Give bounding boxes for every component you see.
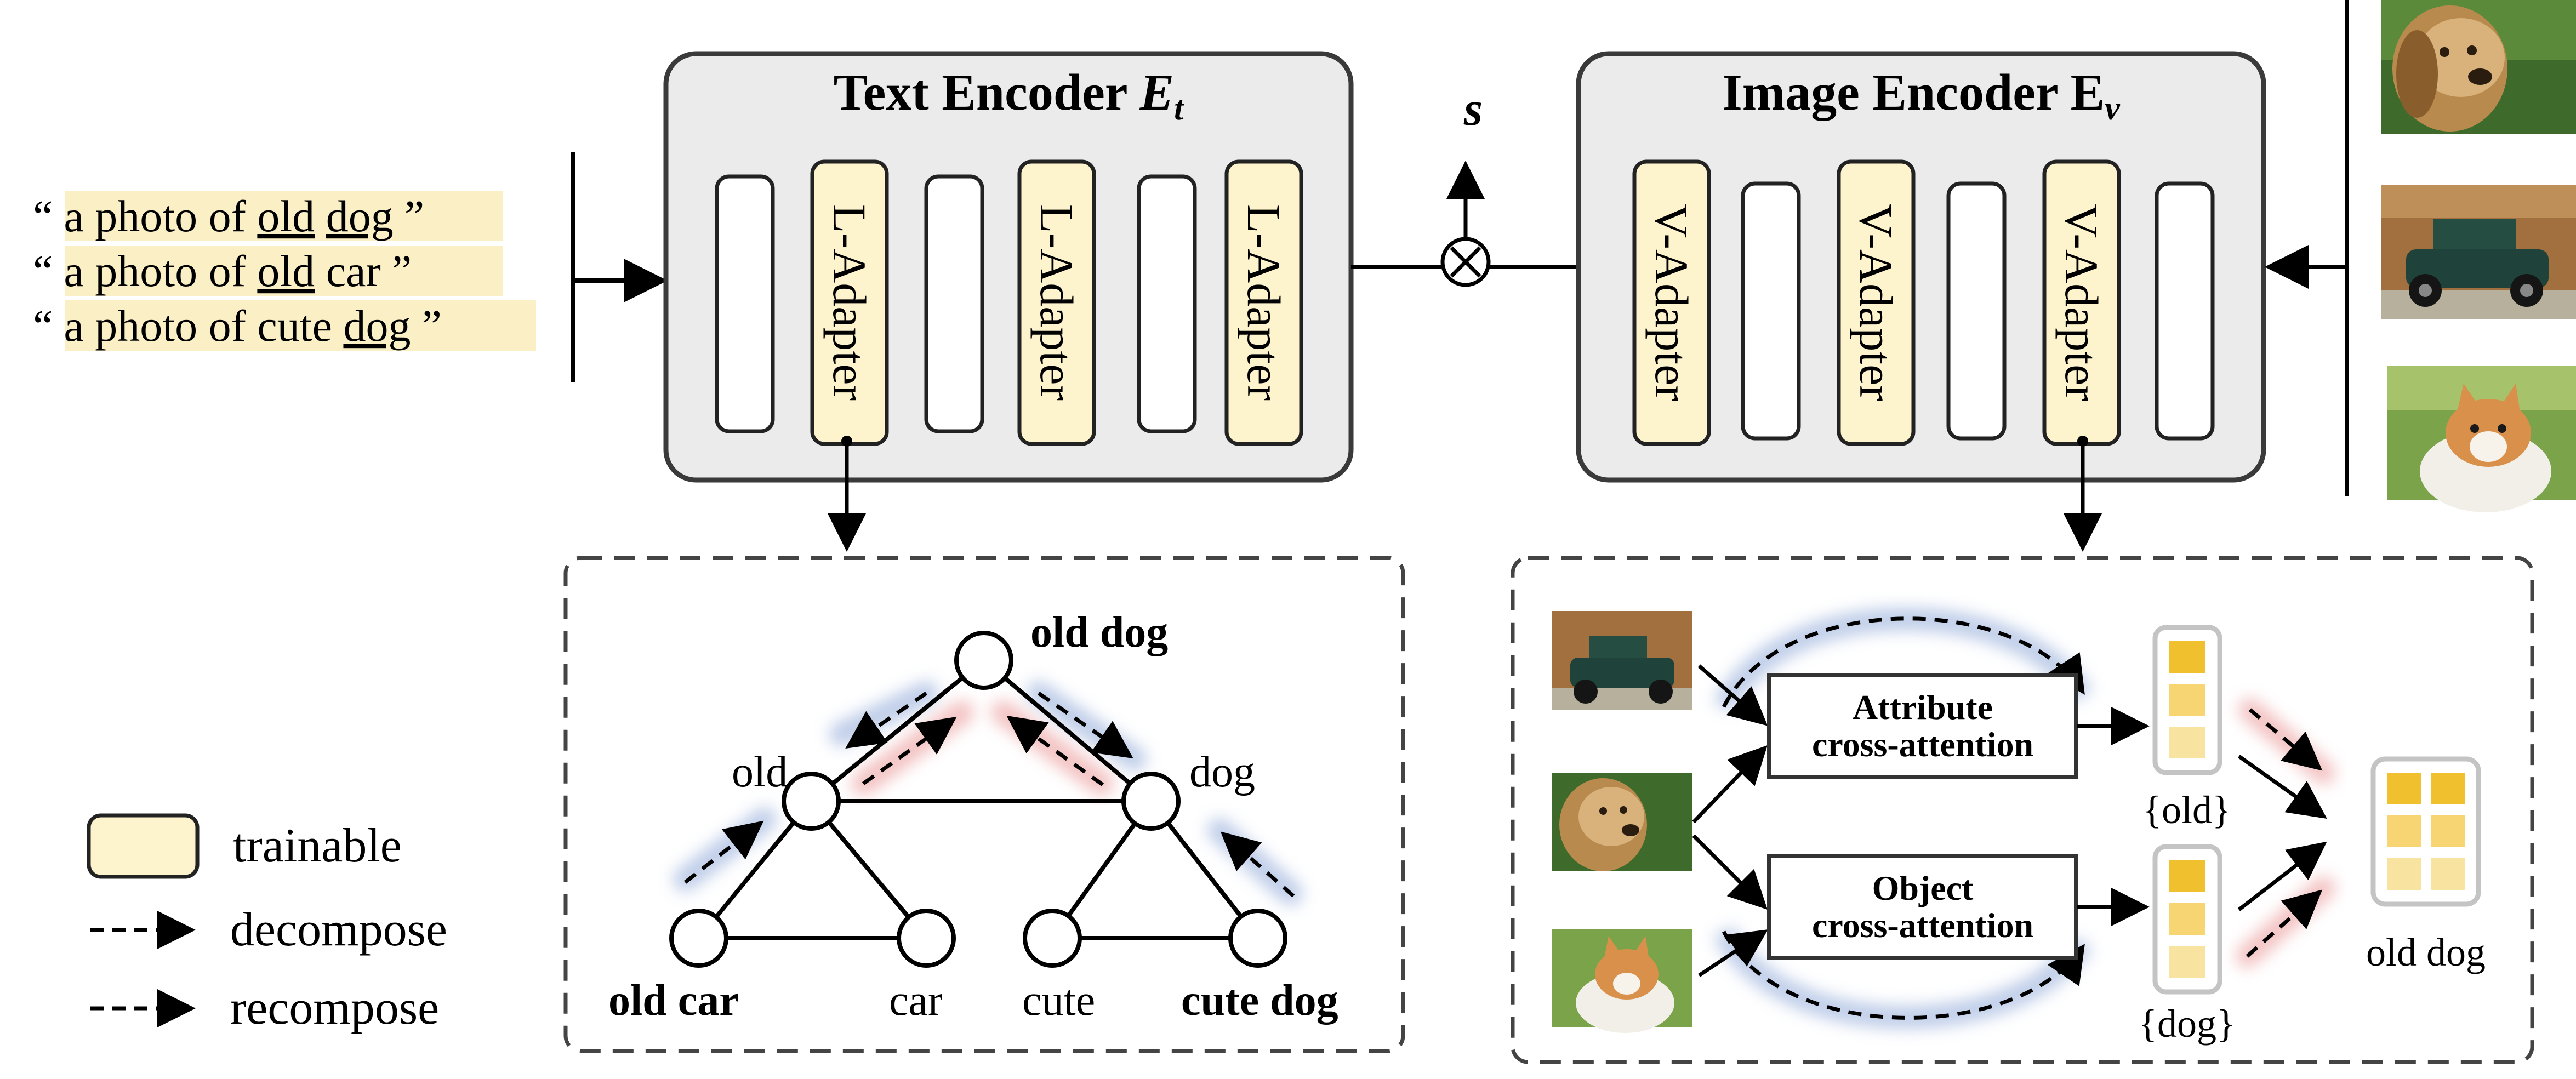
frozen-layer <box>1741 181 1801 441</box>
composed-token-label: old dog <box>2366 930 2486 974</box>
prompt-line: “a photo of cute dog” <box>33 301 442 351</box>
image-encoder-title: Image Encoder Ev <box>1722 64 2121 127</box>
prompt-highlight <box>65 300 536 351</box>
attribute-module-title: Attribute <box>1853 688 1993 727</box>
graph-label-old-dog: old dog <box>1030 608 1168 656</box>
l-adapter-label: L-Adapter <box>823 204 876 401</box>
object-token-label: {dog} <box>2138 1002 2235 1046</box>
object-token-stack <box>2152 844 2222 995</box>
attribute-token-stack <box>2152 625 2222 775</box>
graph-label-cute: cute <box>1022 977 1095 1025</box>
frozen-layer <box>715 174 775 433</box>
object-module-subtitle: cross-attention <box>1812 906 2033 945</box>
similarity-module: s <box>1351 83 1578 287</box>
attribute-module-subtitle: cross-attention <box>1812 725 2033 764</box>
composed-token-grid <box>2370 756 2481 907</box>
old-golden-retriever-photo <box>2381 0 2576 134</box>
frozen-layer <box>924 174 984 433</box>
l-adapter-label: L-Adapter <box>1238 204 1290 401</box>
prompt-highlight <box>65 191 503 241</box>
legend: trainable decompose recompose <box>79 813 447 1035</box>
graph-label-car: car <box>889 977 943 1025</box>
graph-node-cute-dog <box>1228 909 1287 968</box>
v-adapter-2 <box>1837 159 1916 446</box>
l-adapter-label: L-Adapter <box>1030 204 1083 401</box>
graph-label-old-car: old car <box>608 977 739 1025</box>
prompt-line: “a photo of old car” <box>33 246 412 296</box>
text-encoder: Text Encoder Et L-Adapter L-Adapter L-Ad… <box>663 51 1354 483</box>
legend-recompose-label: recompose <box>230 981 439 1035</box>
image-encoder: Image Encoder Ev V-Adapter V-Adapter V-A… <box>1576 51 2266 483</box>
graph-node-dog <box>1121 772 1181 831</box>
vintage-green-car-photo <box>1552 611 1692 710</box>
cross-attention-panel: Attribute cross-attention Object cross-a… <box>1511 556 2534 1064</box>
object-cross-attention-box <box>1767 854 2078 960</box>
vintage-green-car-photo <box>2381 185 2576 319</box>
legend-decompose-label: decompose <box>230 903 447 956</box>
graph-node-old-dog <box>954 631 1013 690</box>
legend-trainable-label: trainable <box>233 819 402 872</box>
graph-node-cute <box>1023 909 1082 968</box>
v-adapter-label: V-Adapter <box>2055 204 2108 401</box>
attribute-cross-attention-box <box>1767 673 2078 779</box>
v-adapter-label: V-Adapter <box>1850 204 1902 401</box>
panel-frame <box>563 556 1405 1053</box>
l-adapter-3 <box>1224 159 1303 446</box>
graph-label-dog: dog <box>1189 748 1255 796</box>
prompt-highlight <box>65 246 503 296</box>
graph-label-cute-dog: cute dog <box>1181 977 1338 1025</box>
similarity-label: s <box>1463 83 1483 136</box>
graph-node-old <box>782 772 841 831</box>
l-adapter-2 <box>1017 159 1096 446</box>
legend-trainable-swatch <box>87 813 200 879</box>
frozen-layer <box>1137 174 1197 433</box>
panel-frame <box>1511 556 2534 1064</box>
v-adapter-label: V-Adapter <box>1645 204 1698 401</box>
product-operator-icon <box>1450 246 1481 278</box>
attribute-token-label: {old} <box>2142 788 2231 832</box>
v-adapter-1 <box>1632 159 1711 446</box>
smiling-corgi-photo <box>1552 929 1692 1033</box>
concept-graph-panel: old dog old dog old car car cute cute do… <box>563 556 1405 1053</box>
old-golden-retriever-photo <box>1552 773 1692 871</box>
graph-node-old-car <box>669 909 728 968</box>
prompt-list: “a photo of old dog” “a photo of old car… <box>33 191 536 351</box>
object-module-title: Object <box>1872 869 1974 907</box>
text-encoder-title: Text Encoder Et <box>834 64 1185 127</box>
graph-node-car <box>897 909 956 968</box>
frozen-layer <box>1946 181 2007 441</box>
prompt-line: “a photo of old dog” <box>33 191 424 241</box>
smiling-corgi-photo <box>2387 366 2576 512</box>
frozen-layer <box>2155 181 2215 441</box>
graph-label-old: old <box>732 748 788 796</box>
